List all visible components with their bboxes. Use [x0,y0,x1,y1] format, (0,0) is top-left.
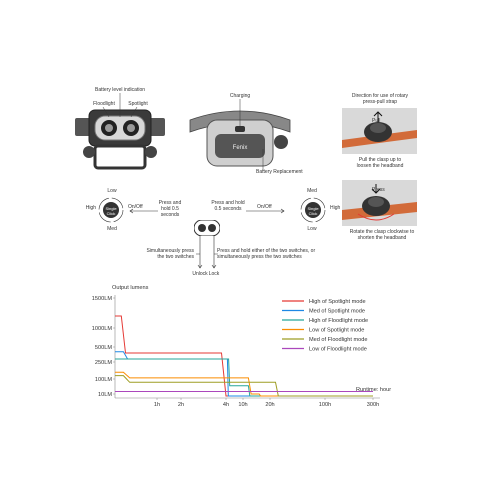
onoff-right-label: On/Off [257,204,272,210]
right-switch-top: Med [307,188,317,194]
strap-direction-note: Direction for use of rotary press-pull s… [351,93,409,105]
back-battery-case [215,134,265,158]
pull-note: Pull the clasp up to loosen the headband [356,157,404,169]
unlock-label: Unlock [192,271,208,277]
simultaneous-note: Simultaneously press the two switches [146,248,194,260]
left-switch-button [103,202,119,218]
series-line-1 [115,351,373,397]
legend-label-1: Med of Spotlight mode [309,308,365,314]
y-tick-label-5: 10LM [98,392,112,398]
headlamp-front-view [75,109,165,170]
legend-label-0: High of Spotlight mode [309,299,366,305]
left-switch-center-top: Single [105,206,117,211]
series-line-3 [115,371,373,397]
right-switch-center-bottom: Click [308,211,318,216]
press-label: Press [372,187,385,193]
left-switch-top: Low [107,188,117,194]
dual-switch-right [208,224,216,232]
onoff-left-label: On/Off [128,204,143,210]
legend-label-2: High of Floodlight mode [309,318,368,324]
press-arrow-icon [371,184,381,194]
legend-label-5: Low of Floodlight mode [309,346,367,352]
pull-arrow-icon [373,111,383,122]
arrow-to-right-switch-icon [246,208,285,214]
x-tick-label-6: 300h [367,402,379,408]
rotate-arrow-icon [357,213,395,221]
y-tick-label-4: 100LM [95,377,112,383]
battery-level-label: Battery level indication [94,87,146,93]
press-hold-right-label: Press and hold 0.5 seconds [211,200,245,212]
legend-label-4: Med of Floodlight mode [309,337,367,343]
right-switch-button [305,202,321,218]
battery-replacement-label: Battery Replacement [256,169,303,175]
x-tick-label-1: 2h [178,402,184,408]
strap-pull-illustration [342,108,417,154]
front-view-leaders [102,93,138,118]
arrow-to-left-switch-icon [129,208,158,214]
left-switch-cycle [98,197,124,223]
y-tick-label-0: 1500LM [92,296,113,302]
series-line-4 [115,375,373,397]
charging-label: Charging [229,93,251,99]
x-tick-label-5: 100h [319,402,331,408]
right-switch-center-top: Single [307,206,319,211]
x-tick-label-3: 10h [238,402,247,408]
y-tick-label-1: 1000LM [92,326,113,332]
legend-label-3: Low of Spotlight mode [309,327,364,333]
front-knob-right [145,146,157,158]
left-switch-left: High [85,205,96,211]
chart-series-layer [115,315,373,397]
x-tick-label-2: 4h [223,402,229,408]
y-tick-label-2: 500LM [95,345,112,351]
right-switch-bottom: Low [307,226,317,232]
lock-flow-arrows [196,236,218,269]
strap-press-illustration [342,180,417,226]
pull-label: Pull [372,118,381,124]
front-knob-left [83,146,95,158]
right-switch-right: High [330,205,341,211]
dual-switch-panel [194,220,220,236]
back-charging-port [235,126,245,132]
press-note: Rotate the clasp clockwise to shorten th… [349,229,415,241]
left-switch-bottom: Med [107,226,117,232]
chart-ylabel: Output lumens [112,285,149,291]
press-hold-left-label: Press and hold 0.5 seconds [158,200,182,218]
front-bracket [93,144,147,170]
right-switch-cycle [300,197,326,223]
left-switch-center-bottom: Click [106,211,116,216]
x-tick-label-4: 20h [265,402,274,408]
x-tick-label-0: 1h [154,402,160,408]
spotlight-label: Spotlight [128,101,148,107]
dual-switch-left [198,224,206,232]
floodlight-label: Floodlight [93,101,115,107]
chart-axes: 1500LM 1000LM 500LM 250LM 100LM 10LM 1h 2h 4h 10h… [92,295,380,408]
back-view-leaders [239,99,264,171]
lock-label: Lock [208,271,220,277]
front-strap-left [75,118,91,136]
back-knob-right [274,135,288,149]
y-tick-label-3: 250LM [95,360,112,366]
front-strap-right [149,118,165,136]
press-either-note: Press and hold either of the two switche… [217,248,316,260]
brand-text: Fenix [233,145,248,151]
chart-xlabel: Runtime: hour [356,387,392,393]
